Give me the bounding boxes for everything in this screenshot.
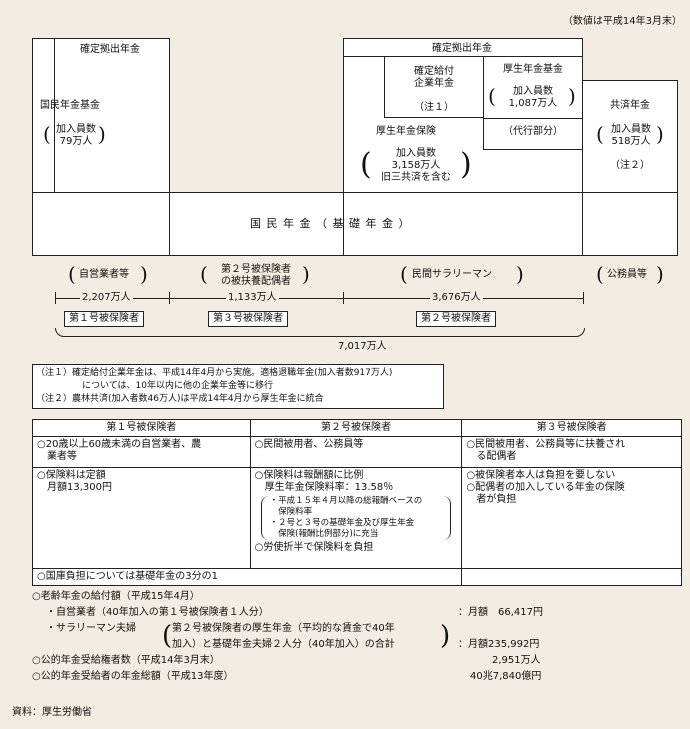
- table-cell: ○保険料は報酬額に比例 厚生年金保険料率：13.58％ ・平成１５年４月以降の総…: [249, 467, 463, 569]
- tick-c: [343, 292, 344, 304]
- note-1a: （注１）確定給付企業年金は、平成14年4月から実施。適格退職年金(加入者数917…: [36, 368, 393, 378]
- summary-3-paren-left: (: [162, 621, 173, 651]
- notes-box: [32, 364, 444, 409]
- dc-right-label: 確定拠出年金: [432, 43, 492, 54]
- note-2: （注２）農林共済(加入者数46万人)は平成14年4月から厚生年金に統合: [36, 394, 324, 404]
- total-bracket: [55, 328, 585, 337]
- base-row-line: [32, 192, 678, 193]
- tick-a: [55, 292, 56, 304]
- npf-title: 国民年金基金: [40, 100, 100, 111]
- table-cell: ○被保険者本人は負担を要しない ○配偶者の加入している年金の保険 者が負担: [461, 467, 682, 569]
- table-cell: ○20歳以上60歳未満の自営業者、農 業者等: [32, 436, 251, 468]
- g1-paren-left: (: [68, 262, 76, 286]
- kyosai-l1: 加入員数: [611, 124, 651, 135]
- premium-rate-detail: ・平成１５年４月以降の総報酬ベースの 保険料率 ・２号と３号の基礎年金及び厚生年…: [260, 496, 452, 540]
- table-cell: ○民間被用者、公務員等に扶養され る配偶者: [461, 436, 682, 468]
- data-date-note: （数値は平成14年3月末）: [562, 16, 682, 27]
- source-note: 資料：厚生労働省: [12, 707, 92, 718]
- db-l2: 企業年金: [414, 78, 454, 89]
- table-header-row: 第１号被保険者 第２号被保険者 第３号被保険者: [32, 419, 682, 437]
- table-header: 第３号被保険者: [461, 419, 682, 437]
- g2-paren-right: ): [302, 262, 310, 286]
- kyosai-box: [582, 80, 678, 256]
- total-count: 7,017万人: [338, 341, 387, 352]
- badge-type1: 第１号被保険者: [64, 311, 144, 327]
- kosei-l3: 旧三共済を含む: [381, 172, 451, 183]
- kyosai-note: （注２）: [610, 160, 650, 171]
- epf-title: 厚生年金基金: [503, 64, 563, 75]
- summary-5: ○公的年金受給者の年金総額（平成13年度）: [32, 671, 234, 682]
- epf-l2: 1,087万人: [508, 98, 558, 109]
- summary-2: ・自営業者（40年加入の第１号被保険者１人分）: [46, 607, 269, 618]
- epf-l1: 加入員数: [513, 86, 553, 97]
- epf-sub: （代行部分）: [503, 126, 563, 137]
- npf-paren-left: (: [43, 122, 51, 146]
- summary-3-paren-right: ): [440, 621, 451, 651]
- kyosai-paren-left: (: [596, 122, 604, 146]
- summary-4-value: 2,951万人: [492, 655, 541, 666]
- table-header: 第１号被保険者: [32, 419, 251, 437]
- group-spouse-l1: 第２号被保険者: [221, 264, 291, 275]
- kosei-paren-left: (: [360, 147, 372, 182]
- summary-3a: 第２号被保険者の厚生年金（平均的な賃金で40年: [172, 623, 395, 634]
- npf-paren-right: ): [98, 122, 106, 146]
- kosei-l2: 3,158万人: [391, 160, 441, 171]
- g4-paren-right: ): [656, 262, 664, 286]
- summary-4: ○公的年金受給権者数（平成14年3月末）: [32, 655, 220, 666]
- epf-paren-left: (: [488, 84, 496, 108]
- summary-3-value: ：月額235,992円: [458, 639, 540, 650]
- left-column: [32, 38, 170, 256]
- insured-comparison-table: 第１号被保険者 第２号被保険者 第３号被保険者 ○20歳以上60歳未満の自営業者…: [31, 419, 682, 586]
- group-spouse-l2: の被扶養配偶者: [221, 276, 291, 287]
- table-cell: ○民間被用者、公務員等: [249, 436, 463, 468]
- count-3: 3,676万人: [430, 292, 483, 304]
- kokumin-label: 国 民 年 金 （ 基 礎 年 金 ）: [250, 217, 411, 230]
- note-1b: については、10年以内に他の企業年金等に移行: [82, 381, 274, 391]
- summary-3b: 加入）と基礎年金夫婦２人分（40年加入）の合計: [172, 639, 395, 650]
- db-l1: 確定給付: [414, 66, 454, 77]
- kyosai-l2: 518万人: [611, 136, 651, 147]
- kyosai-paren-right: ): [656, 122, 664, 146]
- npf-l1: 加入員数: [56, 124, 96, 135]
- db-note: （注１）: [414, 102, 454, 113]
- badge-type2: 第２号被保険者: [416, 311, 496, 327]
- badge-type3: 第３号被保険者: [208, 311, 288, 327]
- g3-paren-left: (: [400, 262, 408, 286]
- table-cell: ○国庫負担については基礎年金の3分の1: [31, 568, 463, 586]
- count-line: [55, 298, 583, 299]
- tick-d: [583, 292, 584, 304]
- count-2: 1,133万人: [226, 292, 279, 304]
- group-public-servants: 公務員等: [607, 269, 647, 280]
- g4-paren-left: (: [596, 262, 604, 286]
- summary-1: ○老齢年金の給付額（平成15年4月）: [32, 591, 200, 602]
- kyosai-title: 共済年金: [610, 100, 650, 111]
- premium-split-text: ○労使折半で保険料を負担: [254, 542, 374, 553]
- g3-paren-right: ): [516, 262, 524, 286]
- g2-paren-left: (: [200, 262, 208, 286]
- summary-5-value: 40兆7,840億円: [470, 671, 542, 682]
- group-self-employed: 自営業者等: [79, 269, 129, 280]
- kosei-title: 厚生年金保険: [376, 126, 436, 137]
- g1-paren-right: ): [140, 262, 148, 286]
- table-cell: ○保険料は定額 月額13,300円: [32, 467, 251, 569]
- table-row: ○保険料は定額 月額13,300円 ○保険料は報酬額に比例 厚生年金保険料率：1…: [32, 467, 682, 569]
- summary-2-value: ：月額 66,417円: [458, 607, 543, 618]
- db-box: [384, 56, 484, 118]
- epf-divider: [483, 118, 583, 119]
- premium-rate-text: ○保険料は報酬額に比例 厚生年金保険料率：13.58％: [254, 470, 394, 493]
- kosei-l1: 加入員数: [396, 148, 436, 159]
- summary-3: ・サラリーマン夫婦: [46, 623, 136, 634]
- table-row: ○20歳以上60歳未満の自営業者、農 業者等 ○民間被用者、公務員等 ○民間被用…: [32, 436, 682, 468]
- epf-paren-right: ): [568, 84, 576, 108]
- table-cell: [461, 568, 682, 586]
- tick-b: [169, 292, 170, 304]
- table-row: ○国庫負担については基礎年金の3分の1: [31, 568, 682, 586]
- npf-l2: 79万人: [59, 136, 93, 147]
- dc-left-label: 確定拠出年金: [80, 44, 140, 55]
- table-header: 第２号被保険者: [249, 419, 463, 437]
- dc-left-divider: [54, 38, 55, 192]
- kosei-paren-right: ): [460, 147, 472, 182]
- group-salaried: 民間サラリーマン: [412, 269, 492, 280]
- count-1: 2,207万人: [80, 292, 133, 304]
